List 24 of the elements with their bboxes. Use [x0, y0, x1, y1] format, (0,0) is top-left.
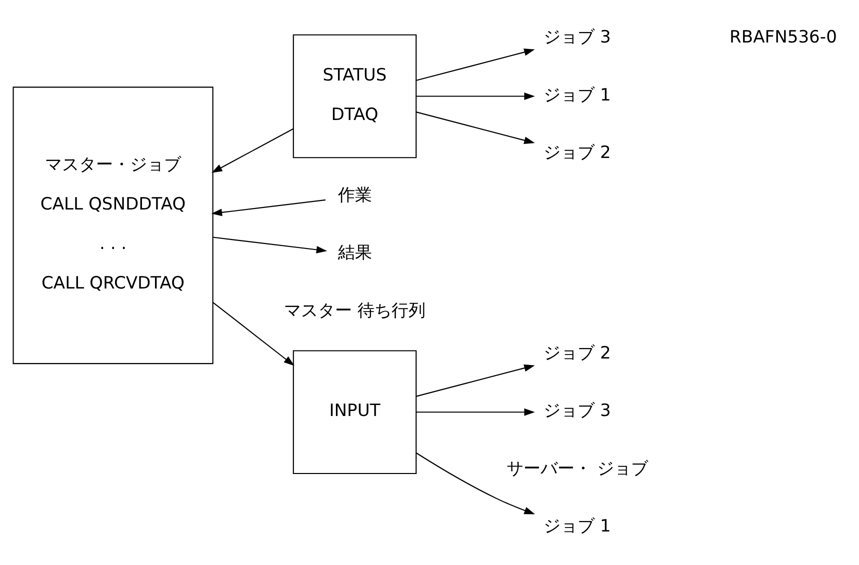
label: RBAFN536-0 — [729, 27, 836, 48]
arrow — [212, 236, 327, 253]
node-box: INPUT — [292, 350, 416, 474]
node-text: ジョブ 3 — [543, 27, 610, 48]
node-box: マスター・ジョブ CALL QSNDDTAQ . . . CALL QRCVDTAQ — [12, 86, 213, 364]
node-text: 作業 — [337, 185, 372, 206]
node-box: STATUS DTAQ — [292, 34, 416, 158]
arrow — [416, 48, 534, 80]
arrow — [210, 198, 326, 216]
arrow — [416, 408, 534, 416]
node-text: ジョブ 1 — [543, 516, 610, 536]
node-text: 結果 — [337, 242, 372, 263]
arrow — [416, 111, 534, 144]
arrow — [416, 364, 534, 396]
node-text: ジョブ 2 — [543, 343, 610, 364]
node-text: ジョブ 2 — [543, 142, 610, 162]
arrow — [416, 92, 534, 100]
arrow — [212, 302, 294, 366]
node-text: ジョブ 3 — [543, 400, 610, 421]
node-text: ジョブ 1 — [543, 84, 610, 105]
arrow — [211, 128, 293, 172]
label: マスター 待ち行列 — [284, 300, 425, 320]
arrow — [416, 452, 534, 514]
label: サーバー・ ジョブ — [506, 458, 648, 478]
